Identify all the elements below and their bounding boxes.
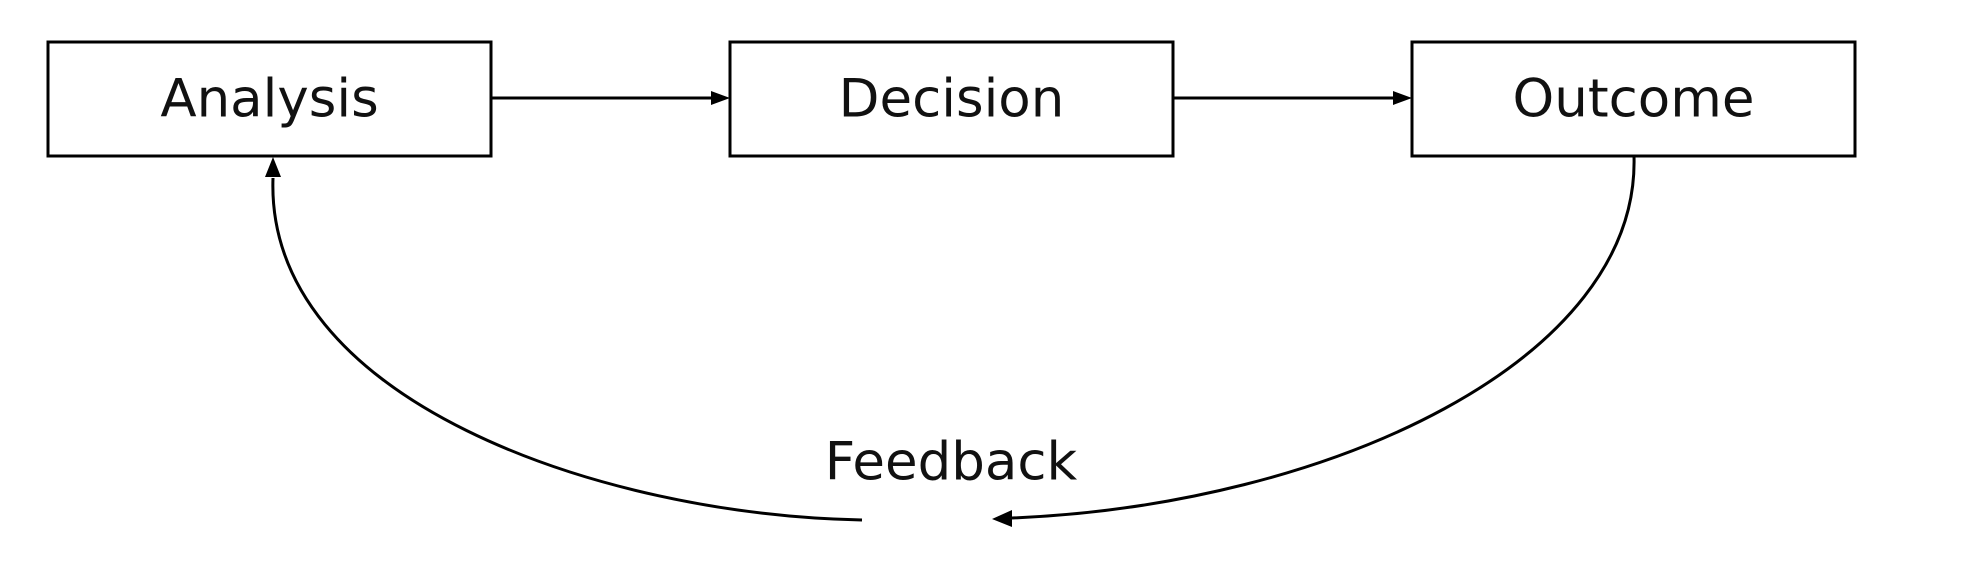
outcome-box: Outcome xyxy=(1410,40,1857,158)
decision-box: Decision xyxy=(728,40,1175,158)
analysis-to-decision-arrow xyxy=(491,91,730,105)
feedback-to-analysis-curve xyxy=(265,157,863,522)
analysis-label: Analysis xyxy=(160,69,378,130)
decision-to-outcome-arrow xyxy=(1173,91,1412,105)
analysis-box: Analysis xyxy=(46,40,493,158)
outcome-label: Outcome xyxy=(1513,69,1755,130)
outcome-to-feedback-curve xyxy=(992,155,1636,527)
feedback-label: Feedback xyxy=(825,432,1078,493)
decision-label: Decision xyxy=(839,69,1065,130)
